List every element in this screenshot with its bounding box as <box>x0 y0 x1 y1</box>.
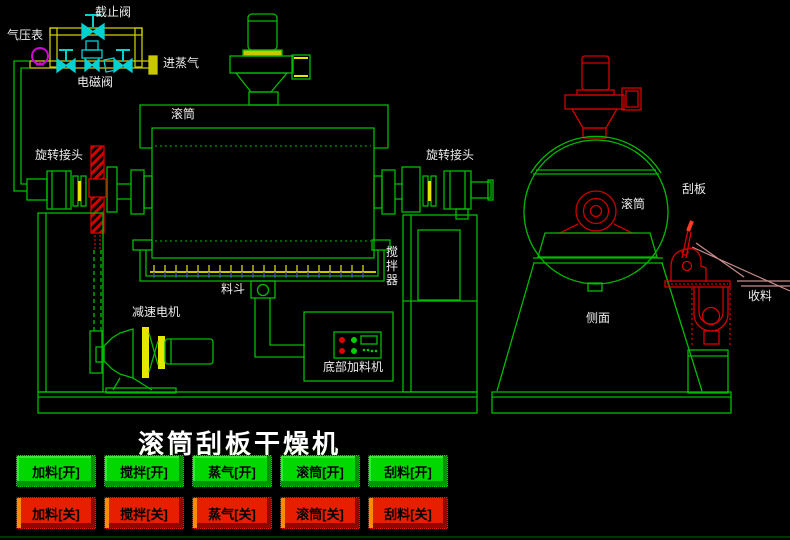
label-steam-inlet: 进蒸气 <box>163 56 200 70</box>
label-drum-side: 滚筒 <box>621 197 646 211</box>
label-agitator: 搅拌器 <box>386 245 399 287</box>
button-scrape-off[interactable]: 刮料[关] <box>368 497 448 529</box>
indicator-light-red <box>339 337 345 343</box>
feeder-control-panel <box>333 331 382 359</box>
top-feeder <box>229 13 311 106</box>
steam-inlet-flange <box>148 55 158 75</box>
label-rotary-joint-right: 旋转接头 <box>426 148 475 162</box>
feed-pipe <box>254 298 305 358</box>
label-scraper: 刮板 <box>682 182 707 196</box>
indicator-light-red <box>339 348 345 354</box>
label-gear-motor: 减速电机 <box>132 305 181 319</box>
indicator-light-green <box>351 348 357 354</box>
label-solenoid-valve: 电磁阀 <box>77 75 114 89</box>
label-bottom-feeder: 底部加料机 <box>323 360 384 374</box>
button-steam-off[interactable]: 蒸气[关] <box>192 497 272 529</box>
side-pedestal <box>496 262 703 392</box>
button-drum-on[interactable]: 滚筒[开] <box>280 455 360 487</box>
steam-piping <box>29 27 158 75</box>
hopper-outlet <box>250 280 276 299</box>
chain-sprocket-icon <box>88 145 107 249</box>
feeder-display <box>360 335 378 345</box>
label-pressure-gauge: 气压表 <box>7 28 44 42</box>
drum-body <box>151 127 375 259</box>
label-drum-front: 滚筒 <box>171 107 196 121</box>
gear-motor-icon <box>95 327 214 394</box>
button-scrape-on[interactable]: 刮料[开] <box>368 455 448 487</box>
side-table-band <box>533 232 663 264</box>
rotary-joint-left <box>26 166 153 215</box>
button-stir-off[interactable]: 搅拌[关] <box>104 497 184 529</box>
label-stop-valve: 截止阀 <box>95 5 132 19</box>
button-feed-on[interactable]: 加料[开] <box>16 455 96 487</box>
label-collect: 收料 <box>748 289 773 303</box>
side-feeder-red <box>564 55 642 139</box>
page-title: 滚筒刮板干燥机 <box>138 429 342 459</box>
drive-chain <box>89 250 103 374</box>
scraper-assembly <box>664 220 731 348</box>
label-rotary-joint-left: 旋转接头 <box>35 148 84 162</box>
button-feed-off[interactable]: 加料[关] <box>16 497 96 529</box>
base-platform <box>37 391 478 414</box>
drum-casing <box>139 104 389 149</box>
solenoid-valve-icon <box>81 40 117 73</box>
drum-circle <box>523 135 669 285</box>
label-hopper: 料斗 <box>221 282 246 296</box>
on-button-row: 加料[开] 搅拌[开] 蒸气[开] 滚筒[开] 刮料[开] <box>16 455 448 487</box>
inlet-valve-right-icon <box>113 49 133 74</box>
agitator-shaft <box>150 265 376 278</box>
right-pedestal <box>402 214 478 393</box>
side-base <box>491 391 732 414</box>
scraper-box <box>687 349 729 394</box>
button-steam-on[interactable]: 蒸气[开] <box>192 455 272 487</box>
stop-valve-icon <box>81 14 105 41</box>
button-stir-on[interactable]: 搅拌[开] <box>104 455 184 487</box>
off-button-row: 加料[关] 搅拌[关] 蒸气[关] 滚筒[关] 刮料[关] <box>16 497 448 529</box>
discharge-chute <box>691 242 790 292</box>
left-pedestal <box>37 212 104 393</box>
rotary-joint-right <box>373 166 494 220</box>
pressure-gauge-icon <box>31 47 49 66</box>
bottom-feeder-box <box>303 311 394 382</box>
button-drum-off[interactable]: 滚筒[关] <box>280 497 360 529</box>
label-side-view: 侧面 <box>586 311 611 325</box>
inlet-valve-left-icon <box>56 49 76 74</box>
green-supply-pipe <box>13 60 30 192</box>
indicator-light-green <box>351 337 357 343</box>
